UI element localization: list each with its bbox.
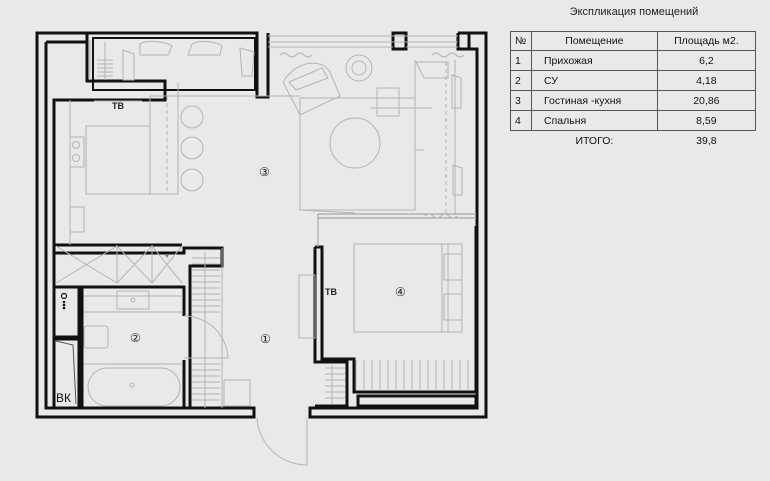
room-labels: ТВ ТВ ВК ③ ④ ② ① [56, 101, 406, 405]
row-name: Прихожая [531, 50, 658, 71]
tv-label-bedroom: ТВ [325, 287, 337, 297]
table-header: № Помещение Площадь м2. [510, 31, 757, 51]
total-label: ИТОГО: [575, 134, 614, 147]
star-marker-icon: * [165, 253, 169, 264]
row-name: СУ [531, 70, 658, 91]
explication-table-block: Экспликация помещений № Помещение Площад… [510, 6, 757, 151]
row-num: 1 [510, 50, 532, 71]
room-number-1: ① [260, 332, 271, 346]
row-area: 6,2 [656, 50, 757, 71]
row-num: 2 [510, 70, 532, 91]
header-num: № [510, 31, 532, 51]
row-name: Гостиная -кухня [531, 90, 658, 111]
header-room: Помещение [531, 31, 658, 51]
explication-title: Экспликация помещений [569, 6, 699, 18]
row-area: 20,86 [656, 90, 757, 111]
walls [35, 31, 488, 419]
boiler-icon [60, 292, 68, 310]
tv-label-kitchen: ТВ [112, 101, 124, 111]
rooms-table: № Помещение Площадь м2. 1 Прихожая 6,2 2… [510, 31, 757, 151]
vk-label: ВК [56, 391, 71, 405]
row-area: 4,18 [656, 70, 757, 91]
room-number-3: ③ [259, 165, 270, 179]
total-value: 39,8 [696, 134, 717, 147]
floor-plan: * [35, 31, 488, 466]
table-row: 1 Прихожая 6,2 [510, 50, 757, 71]
table-row: 3 Гостиная -кухня 20,86 [510, 90, 757, 111]
row-area: 8,59 [656, 110, 757, 131]
wardrobe-bedroom [325, 360, 469, 404]
header-area: Площадь м2. [656, 31, 757, 51]
room-number-2: ② [130, 331, 141, 345]
wardrobe-hall [192, 248, 223, 408]
furniture: * [55, 35, 476, 466]
row-num: 3 [510, 90, 532, 111]
row-name: Спальня [531, 110, 658, 131]
room-number-4: ④ [395, 285, 406, 299]
radiator-icon [97, 42, 113, 80]
row-num: 4 [510, 110, 532, 131]
cabinets [55, 245, 183, 284]
armchair-icon [282, 62, 341, 116]
total-row: ИТОГО: 39,8 [511, 131, 756, 151]
table-row: 2 СУ 4,18 [510, 70, 757, 91]
table-row: 4 Спальня 8,59 [510, 110, 757, 131]
